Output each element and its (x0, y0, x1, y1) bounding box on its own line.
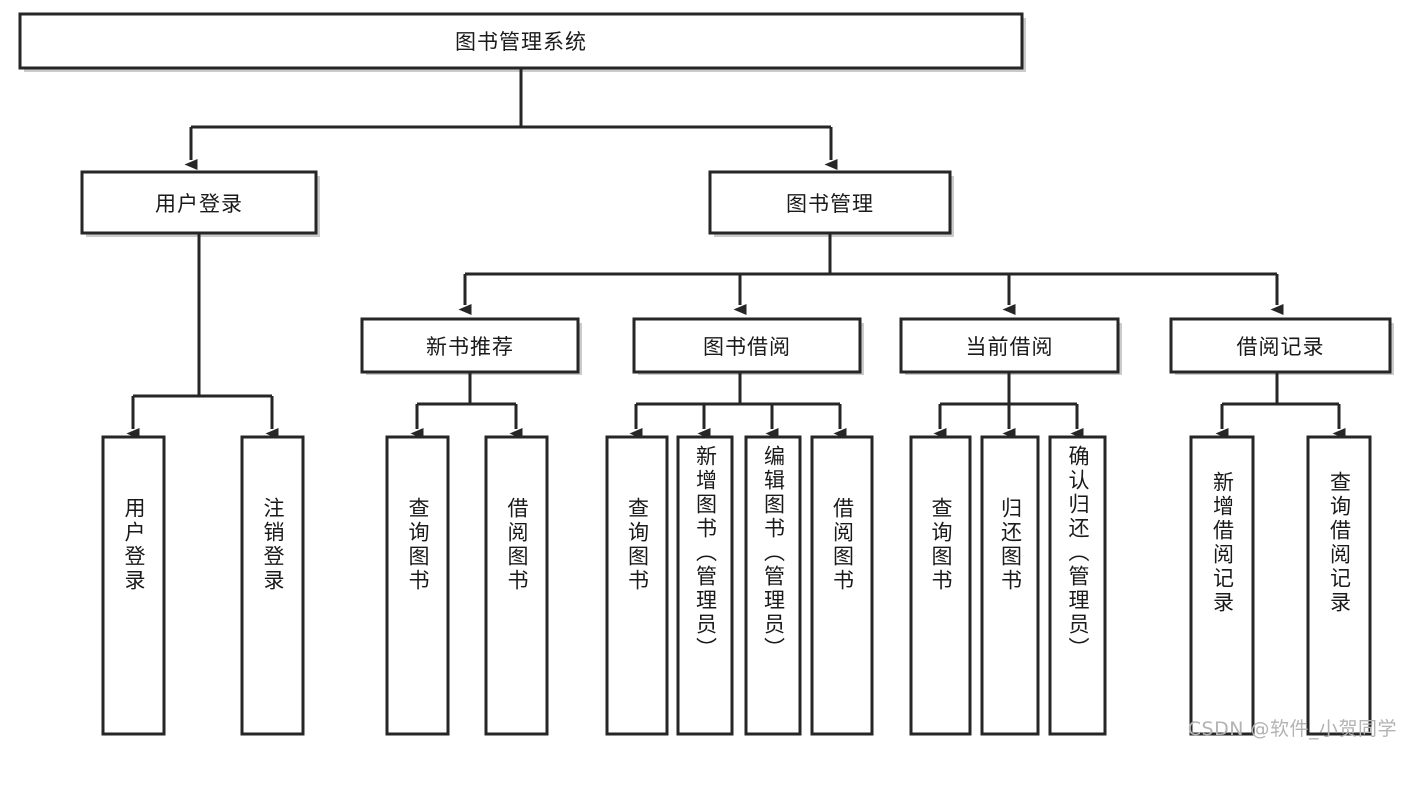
node-box-leaf-user-login (101, 435, 166, 736)
node-box-leaf-query-book-2 (605, 435, 669, 736)
flowchart-svg (18, 12, 1394, 736)
node-box-current-borrow (899, 317, 1120, 374)
node-box-leaf-query-book-1 (385, 435, 450, 736)
node-box-leaf-query-book-3 (909, 435, 972, 736)
node-box-leaf-edit-book (744, 435, 802, 736)
node-box-leaf-return-book (980, 435, 1040, 736)
node-box-new-book-rec (360, 317, 580, 374)
node-box-root (18, 12, 1024, 70)
node-box-user-login (80, 170, 318, 235)
flowchart-canvas: 图书管理系统 用户登录 图书管理 新书推荐 图书借阅 当前借阅 借阅记录 用户登… (18, 12, 1397, 740)
node-box-book-manage (708, 170, 952, 235)
node-box-leaf-add-record (1189, 435, 1255, 736)
connector-edges (126, 68, 1346, 439)
node-box-leaf-query-record (1306, 435, 1372, 736)
node-box-leaf-logout (240, 435, 305, 736)
node-box-borrow-record (1169, 317, 1392, 374)
node-box-leaf-add-book (676, 435, 734, 736)
node-box-leaf-borrow-book-1 (484, 435, 549, 736)
node-box-leaf-confirm-return (1048, 435, 1107, 736)
node-box-book-borrow (632, 317, 862, 374)
csdn-watermark: CSDN @软件_小贺同学 (1187, 718, 1397, 740)
node-boxes (18, 12, 1392, 736)
node-box-leaf-borrow-book-2 (810, 435, 874, 736)
